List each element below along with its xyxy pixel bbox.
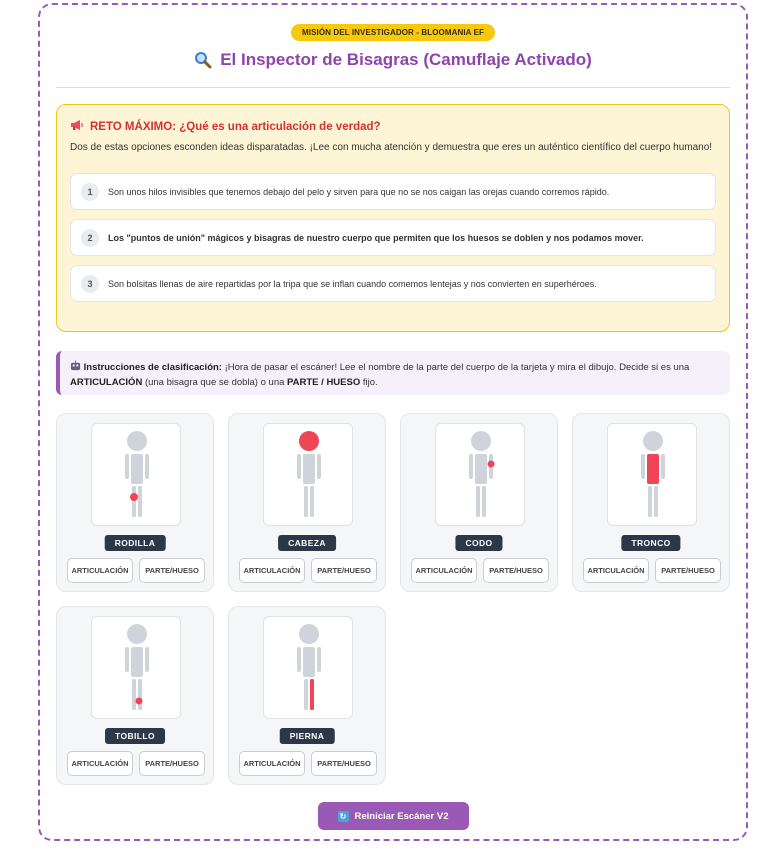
card-label: CODO [455,535,503,551]
body-figure [91,616,181,719]
articulation-button[interactable]: ARTICULACIÓN [67,751,133,776]
instructions-box: Instrucciones de clasificación: ¡Hora de… [56,351,730,395]
part-bone-button[interactable]: PARTE/HUESO [483,558,549,583]
body-figure-icon [641,431,665,517]
megaphone-icon [70,119,84,134]
part-bone-button[interactable]: PARTE/HUESO [311,751,377,776]
cards-grid: RODILLA ARTICULACIÓN PARTE/HUESO CABEZA [56,413,730,785]
articulation-button[interactable]: ARTICULACIÓN [583,558,649,583]
mission-badge: MISIÓN DEL INVESTIGADOR - BLOOMANIA EF [290,24,496,41]
card-label: CABEZA [278,535,336,551]
body-figure-icon [125,431,149,517]
part-bone-button[interactable]: PARTE/HUESO [655,558,721,583]
reset-scanner-button[interactable]: ↻ Reiniciar Escáner V2 [317,802,469,830]
card-label: PIERNA [279,728,335,744]
option-text: Son unos hilos invisibles que tenemos de… [108,186,610,197]
option-number: 3 [81,274,99,293]
articulation-button[interactable]: ARTICULACIÓN [239,558,305,583]
instructions-text: (una bisagra que se dobla) o una [142,377,288,388]
instructions-term-part: PARTE / HUESO [287,377,361,388]
body-figure [435,423,525,526]
card-cabeza: CABEZA ARTICULACIÓN PARTE/HUESO [228,413,386,592]
articulation-button[interactable]: ARTICULACIÓN [239,751,305,776]
option-1[interactable]: 1 Son unos hilos invisibles que tenemos … [70,173,716,210]
instructions-text: ¡Hora de pasar el escáner! Lee el nombre… [221,362,690,373]
challenge-heading: RETO MÁXIMO: ¿Qué es una articulación de… [70,119,716,134]
option-3[interactable]: 3 Son bolsitas llenas de aire repartidas… [70,265,716,302]
card-pierna: PIERNA ARTICULACIÓN PARTE/HUESO [228,606,386,785]
part-bone-button[interactable]: PARTE/HUESO [139,558,205,583]
body-figure [607,423,697,526]
card-tronco: TRONCO ARTICULACIÓN PARTE/HUESO [572,413,730,592]
instructions-text: fijo. [360,377,378,388]
robot-icon [70,360,84,373]
body-figure-icon [297,431,321,517]
option-text: Los "puntos de unión" mágicos y bisagras… [108,232,644,243]
option-number: 2 [81,228,99,247]
option-text: Son bolsitas llenas de aire repartidas p… [108,278,597,289]
divider [56,87,730,88]
magnifier-icon [194,51,212,69]
card-rodilla: RODILLA ARTICULACIÓN PARTE/HUESO [56,413,214,592]
part-bone-button[interactable]: PARTE/HUESO [311,558,377,583]
option-number: 1 [81,182,99,201]
instructions-term-articulation: ARTICULACIÓN [70,377,143,388]
card-tobillo: TOBILLO ARTICULACIÓN PARTE/HUESO [56,606,214,785]
option-2[interactable]: 2 Los "puntos de unión" mágicos y bisagr… [70,219,716,256]
card-codo: CODO ARTICULACIÓN PARTE/HUESO [400,413,558,592]
title-text: El Inspector de Bisagras (Camuflaje Acti… [220,50,592,69]
body-figure-icon [125,624,149,710]
challenge-box: RETO MÁXIMO: ¿Qué es una articulación de… [56,104,730,332]
mission-frame: MISIÓN DEL INVESTIGADOR - BLOOMANIA EF E… [38,3,748,841]
page-title: El Inspector de Bisagras (Camuflaje Acti… [40,50,746,70]
body-figure-icon [469,431,495,517]
part-bone-button[interactable]: PARTE/HUESO [139,751,205,776]
card-label: TRONCO [621,535,681,551]
challenge-heading-text: RETO MÁXIMO: ¿Qué es una articulación de… [90,120,381,133]
body-figure [91,423,181,526]
articulation-button[interactable]: ARTICULACIÓN [411,558,477,583]
challenge-description: Dos de estas opciones esconden ideas dis… [70,142,713,153]
card-label: RODILLA [104,535,166,551]
articulation-button[interactable]: ARTICULACIÓN [67,558,133,583]
body-figure [263,616,353,719]
refresh-icon: ↻ [337,810,349,822]
reset-label: Reiniciar Escáner V2 [354,810,449,822]
body-figure [263,423,353,526]
body-figure-icon [297,624,321,710]
instructions-label: Instrucciones de clasificación: [83,362,222,373]
card-label: TOBILLO [105,728,165,744]
